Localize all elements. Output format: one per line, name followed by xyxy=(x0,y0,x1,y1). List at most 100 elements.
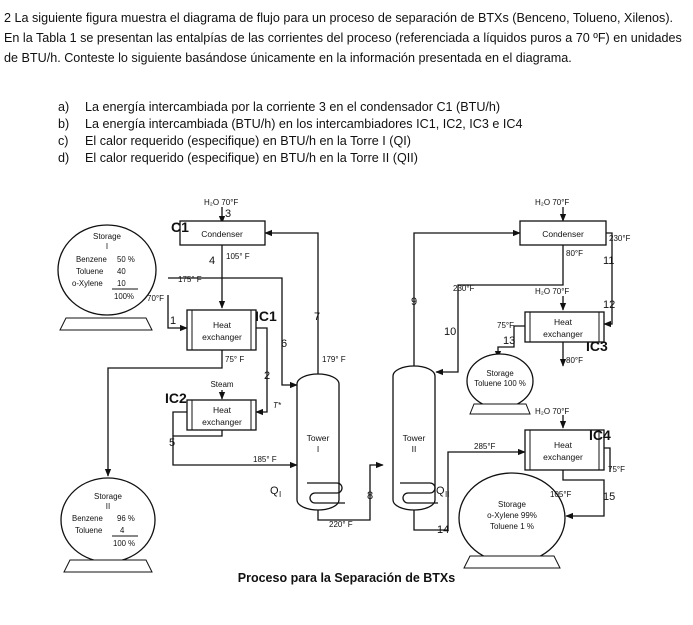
question-letter: a) xyxy=(58,100,70,114)
svg-text:220° F: 220° F xyxy=(329,520,353,529)
question-text: El calor requerido (especifique) en BTU/… xyxy=(85,134,411,148)
svg-text:Benzene: Benzene xyxy=(72,514,103,523)
svg-text:Tower: Tower xyxy=(307,433,330,443)
storage-tank-1: Storage I Benzene 50 % Toluene 40 o-Xyle… xyxy=(57,224,157,331)
svg-text:100%: 100% xyxy=(114,292,134,301)
svg-text:exchanger: exchanger xyxy=(543,452,583,462)
svg-text:o-Xylene: o-Xylene xyxy=(72,279,103,288)
svg-text:I: I xyxy=(279,490,281,499)
svg-text:Tower: Tower xyxy=(403,433,426,443)
svg-text:II: II xyxy=(412,444,417,454)
temperature-labels: H₂O 70°F H₂O 70°F H₂O 70°F H₂O 70°F 105°… xyxy=(147,198,631,529)
label-ic1: IC1 xyxy=(255,308,277,324)
question-list: a)La energía intercambiada por la corrie… xyxy=(58,99,678,167)
flow-lines xyxy=(104,207,613,531)
question-b: b) La energía intercambiada (BTU/h) en lo… xyxy=(58,116,678,133)
question-a: a)La energía intercambiada por la corrie… xyxy=(58,99,678,116)
svg-text:230°F: 230°F xyxy=(609,234,631,243)
heat-qi: Q xyxy=(270,485,279,497)
heat-exchanger-ic4: Heat exchanger xyxy=(524,429,605,471)
svg-text:105°F: 105°F xyxy=(550,490,572,499)
svg-text:285°F: 285°F xyxy=(474,442,496,451)
svg-text:Toluene: Toluene xyxy=(76,267,103,276)
svg-text:Heat: Heat xyxy=(554,440,573,450)
svg-text:o-Xylene 99%: o-Xylene 99% xyxy=(487,511,537,520)
storage-tank-4: Storage o-Xylene 99% Toluene 1 % xyxy=(458,472,566,569)
svg-text:Condenser: Condenser xyxy=(201,229,243,239)
svg-text:Storage: Storage xyxy=(486,369,513,378)
question-letter: c) xyxy=(58,134,69,148)
stream-14: 14 xyxy=(437,524,449,536)
svg-text:Condenser: Condenser xyxy=(542,229,584,239)
svg-text:Toluene 100 %: Toluene 100 % xyxy=(474,379,526,388)
condenser-c1: Condenser xyxy=(179,220,266,246)
svg-text:175° F: 175° F xyxy=(178,275,202,284)
svg-text:H₂O 70°F: H₂O 70°F xyxy=(204,198,238,207)
label-ic4: IC4 xyxy=(589,427,611,443)
question-letter: d) xyxy=(58,151,70,165)
svg-text:100 %: 100 % xyxy=(113,539,135,548)
heat-exchanger-ic3: Heat exchanger xyxy=(524,311,605,343)
svg-text:II: II xyxy=(445,490,449,499)
label-c1: C1 xyxy=(171,219,189,235)
svg-text:exchanger: exchanger xyxy=(202,417,242,427)
svg-text:Toluene: Toluene xyxy=(75,526,102,535)
stream-12: 12 xyxy=(603,299,615,311)
stream-1: 1 xyxy=(170,315,176,327)
tower-1: Tower I xyxy=(296,373,345,511)
svg-text:40: 40 xyxy=(117,267,126,276)
question-c: c) El calor requerido (especifique) en BT… xyxy=(58,133,678,150)
svg-text:75° F: 75° F xyxy=(225,355,244,364)
svg-text:80°F: 80°F xyxy=(566,249,583,258)
heat-qii: Q xyxy=(436,485,445,497)
heat-exchanger-ic2: Heat exchanger xyxy=(186,399,257,431)
svg-text:H₂O 70°F: H₂O 70°F xyxy=(535,198,569,207)
svg-text:75°F: 75°F xyxy=(497,321,514,330)
unit-labels: C1 IC1 IC2 IC3 IC4 xyxy=(165,219,611,443)
question-letter: b) xyxy=(58,117,70,131)
svg-text:70°F: 70°F xyxy=(147,294,164,303)
stream-4: 4 xyxy=(209,255,215,267)
svg-text:185° F: 185° F xyxy=(253,455,277,464)
svg-text:T*: T* xyxy=(273,401,282,410)
stream-8: 8 xyxy=(367,490,373,502)
svg-text:II: II xyxy=(106,502,110,511)
svg-text:179° F: 179° F xyxy=(322,355,346,364)
svg-text:Benzene: Benzene xyxy=(76,255,107,264)
stream-9: 9 xyxy=(411,296,417,308)
stream-10: 10 xyxy=(444,326,456,338)
svg-text:50 %: 50 % xyxy=(117,255,135,264)
svg-text:H₂O 70°F: H₂O 70°F xyxy=(535,287,569,296)
svg-text:Storage: Storage xyxy=(93,232,122,241)
stream-15: 15 xyxy=(603,491,615,503)
svg-text:exchanger: exchanger xyxy=(543,329,583,339)
stream-11: 11 xyxy=(603,255,614,267)
stream-3: 3 xyxy=(225,208,231,220)
svg-text:105° F: 105° F xyxy=(226,252,250,261)
svg-text:H₂O 70°F: H₂O 70°F xyxy=(535,407,569,416)
stream-5: 5 xyxy=(169,437,175,449)
question-d: d) El calor requerido (especifique) en BT… xyxy=(58,150,678,167)
steam-label: Steam xyxy=(210,380,233,389)
stream-2: 2 xyxy=(264,370,270,382)
tower-2: Tower II xyxy=(392,365,438,511)
svg-text:Toluene 1 %: Toluene 1 % xyxy=(490,522,534,531)
svg-text:I: I xyxy=(106,242,108,251)
svg-text:230°F: 230°F xyxy=(453,284,475,293)
condenser-c2: Condenser xyxy=(519,220,607,246)
diagram-caption: Proceso para la Separación de BTXs xyxy=(237,571,456,585)
stream-numbers: 1 2 3 4 5 6 7 8 9 10 11 12 13 14 15 xyxy=(169,208,615,536)
svg-text:80°F: 80°F xyxy=(566,356,583,365)
stream-7: 7 xyxy=(314,311,320,323)
stream-13: 13 xyxy=(503,335,515,347)
label-ic3: IC3 xyxy=(586,338,608,354)
stream-6: 6 xyxy=(281,338,287,350)
question-text: La energía intercambiada (BTU/h) en los … xyxy=(85,117,523,131)
heat-duty-labels: Q I Q II xyxy=(270,485,449,499)
svg-text:Heat: Heat xyxy=(213,405,232,415)
svg-text:10: 10 xyxy=(117,279,126,288)
question-text: El calor requerido (especifique) en BTU/… xyxy=(85,151,418,165)
problem-statement: 2 La siguiente figura muestra el diagram… xyxy=(4,11,682,65)
svg-text:Storage: Storage xyxy=(498,500,527,509)
